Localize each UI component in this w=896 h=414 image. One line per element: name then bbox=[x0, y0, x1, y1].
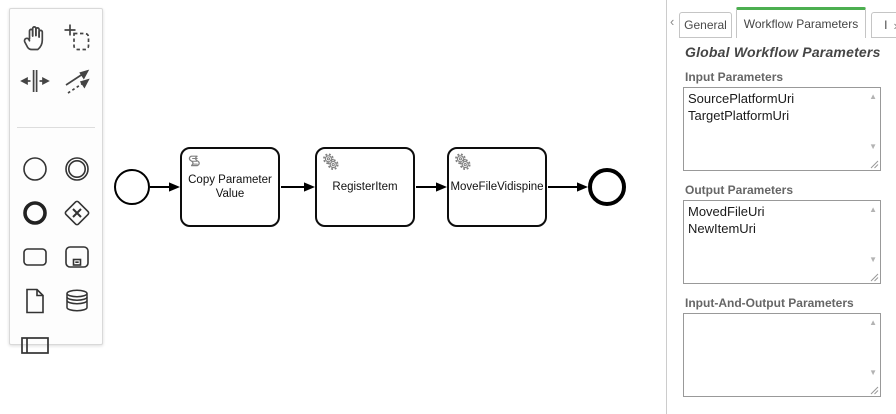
field-lines: MovedFileUri NewItemUri bbox=[688, 203, 862, 237]
end-event-icon bbox=[20, 198, 50, 233]
properties-panel: ‹ General Workflow Parameters I › Global… bbox=[666, 0, 896, 414]
start-event-icon bbox=[20, 154, 50, 189]
participant-icon bbox=[19, 330, 51, 365]
bpmn-canvas[interactable]: Copy Parameter Value RegisterItem bbox=[0, 0, 666, 414]
param-line: NewItemUri bbox=[688, 221, 756, 236]
tab-label: Workflow Parameters bbox=[743, 17, 859, 31]
intermediate-event-icon bbox=[62, 154, 92, 189]
task-movefilevidispine[interactable]: MoveFileVidispine bbox=[447, 147, 547, 227]
task-copy-parameter-value[interactable]: Copy Parameter Value bbox=[180, 147, 280, 227]
start-event[interactable] bbox=[114, 169, 150, 205]
panel-tabbar: ‹ General Workflow Parameters I › bbox=[667, 0, 896, 38]
gateway-icon bbox=[62, 198, 92, 233]
palette-global-connect-tool[interactable] bbox=[57, 63, 97, 103]
tool-palette bbox=[9, 8, 103, 354]
data-object-icon bbox=[20, 286, 50, 321]
tab-scroll-right-icon[interactable]: › bbox=[894, 18, 896, 33]
palette-separator bbox=[17, 126, 95, 128]
task-icon bbox=[20, 242, 50, 277]
param-line: SourcePlatformUri bbox=[688, 91, 795, 106]
task-label: RegisterItem bbox=[332, 180, 398, 193]
resize-grip-icon[interactable] bbox=[870, 386, 879, 395]
sequence-flow[interactable] bbox=[150, 182, 180, 192]
input-parameters-label: Input Parameters bbox=[685, 70, 784, 84]
scroll-down-icon[interactable]: ▼ bbox=[869, 368, 877, 377]
tab-general[interactable]: General bbox=[679, 12, 732, 38]
scroll-up-icon[interactable]: ▲ bbox=[869, 205, 877, 214]
lasso-icon bbox=[62, 22, 92, 57]
palette-create-gateway[interactable] bbox=[57, 195, 97, 235]
resize-grip-icon[interactable] bbox=[870, 273, 879, 282]
tab-clipped[interactable]: I › bbox=[871, 12, 896, 38]
scroll-down-icon[interactable]: ▼ bbox=[869, 255, 877, 264]
sequence-flow[interactable] bbox=[416, 182, 447, 192]
palette-create-task[interactable] bbox=[15, 239, 55, 279]
connect-icon bbox=[62, 66, 92, 101]
scroll-down-icon[interactable]: ▼ bbox=[869, 142, 877, 151]
tab-label: General bbox=[684, 18, 727, 32]
data-store-icon bbox=[62, 286, 92, 321]
sequence-flow[interactable] bbox=[281, 182, 315, 192]
input-and-output-parameters-label: Input-And-Output Parameters bbox=[685, 296, 854, 310]
subprocess-icon bbox=[62, 242, 92, 277]
palette-create-data-object[interactable] bbox=[15, 283, 55, 323]
resize-grip-icon[interactable] bbox=[870, 160, 879, 169]
task-label: MoveFileVidispine bbox=[450, 180, 544, 193]
palette-space-tool[interactable] bbox=[15, 63, 55, 103]
output-parameters-field[interactable]: MovedFileUri NewItemUri ▲ ▼ bbox=[683, 200, 881, 284]
field-lines: SourcePlatformUri TargetPlatformUri bbox=[688, 90, 862, 124]
space-tool-icon bbox=[20, 66, 50, 101]
scroll-up-icon[interactable]: ▲ bbox=[869, 92, 877, 101]
sequence-flow[interactable] bbox=[548, 182, 588, 192]
palette-create-intermediate-event[interactable] bbox=[57, 151, 97, 191]
input-parameters-field[interactable]: SourcePlatformUri TargetPlatformUri ▲ ▼ bbox=[683, 87, 881, 171]
param-line: MovedFileUri bbox=[688, 204, 765, 219]
end-event[interactable] bbox=[588, 168, 626, 206]
panel-heading: Global Workflow Parameters bbox=[685, 44, 881, 60]
input-and-output-parameters-field[interactable]: ▲ ▼ bbox=[683, 313, 881, 397]
task-label: Copy Parameter Value bbox=[188, 173, 272, 200]
palette-lasso-tool[interactable] bbox=[57, 19, 97, 59]
param-line: TargetPlatformUri bbox=[688, 108, 790, 123]
service-task-icon bbox=[454, 153, 472, 171]
palette-create-start-event[interactable] bbox=[15, 151, 55, 191]
tab-scroll-left-icon[interactable]: ‹ bbox=[670, 14, 675, 29]
scroll-up-icon[interactable]: ▲ bbox=[869, 318, 877, 327]
service-task-icon bbox=[322, 153, 340, 171]
palette-create-subprocess[interactable] bbox=[57, 239, 97, 279]
task-registeritem[interactable]: RegisterItem bbox=[315, 147, 415, 227]
hand-icon bbox=[20, 22, 50, 57]
script-task-icon bbox=[187, 153, 202, 169]
palette-create-participant[interactable] bbox=[15, 327, 55, 367]
palette-create-end-event[interactable] bbox=[15, 195, 55, 235]
palette-hand-tool[interactable] bbox=[15, 19, 55, 59]
tab-workflow-parameters[interactable]: Workflow Parameters bbox=[736, 7, 866, 38]
output-parameters-label: Output Parameters bbox=[685, 183, 794, 197]
tab-label: I bbox=[884, 18, 888, 32]
palette-create-data-store[interactable] bbox=[57, 283, 97, 323]
